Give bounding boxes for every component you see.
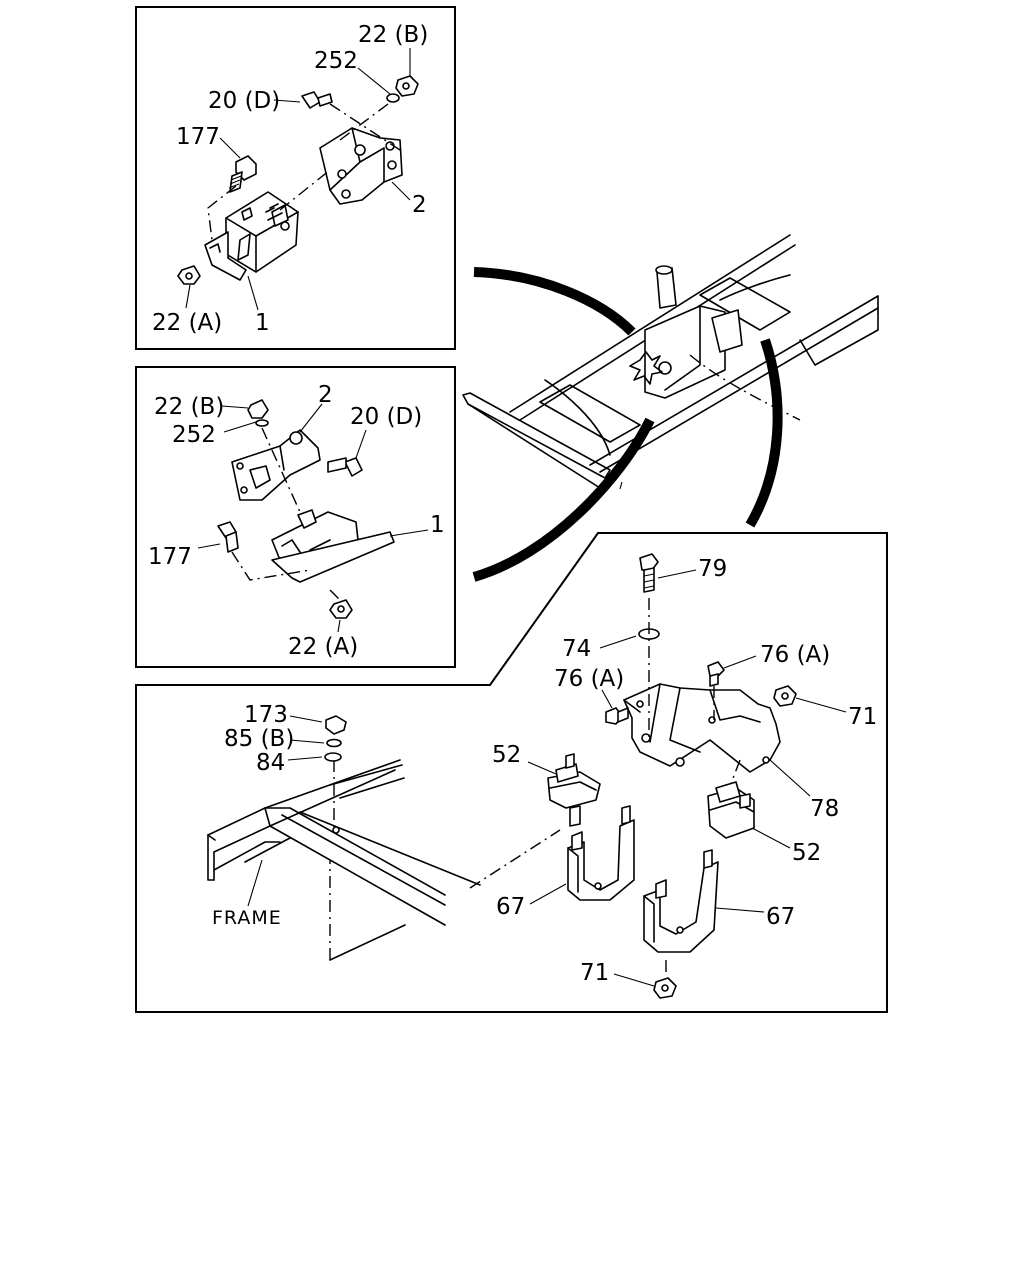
frame-rail-drawing (207, 715, 561, 961)
panel-middle-left-frame (135, 366, 456, 668)
callout-arc-upper (473, 267, 636, 336)
label-22a-mid: 22 (A) (288, 634, 358, 660)
label-71-bottom: 71 (580, 960, 609, 986)
crossmember-labels: 79 74 76 (A) 76 (A) 71 78 52 52 67 67 71 (492, 556, 877, 986)
label-frame: FRAME (212, 907, 282, 929)
panel-bottom-frame (135, 532, 888, 1013)
label-52-left: 52 (492, 742, 521, 768)
label-85b: 85 (B) (224, 726, 294, 752)
vehicle-frame-illustration (462, 234, 879, 490)
label-252-top: 252 (314, 48, 358, 74)
panel-top-left-frame (135, 6, 456, 350)
panel-top-left-labels: 22 (B) 252 20 (D) 177 2 22 (A) 1 (152, 22, 428, 336)
panel-top-left-parts (177, 48, 419, 311)
label-1-mid: 1 (430, 512, 445, 538)
label-252-mid: 252 (172, 422, 216, 448)
callout-arc-middle (472, 417, 655, 582)
label-1-top: 1 (255, 310, 270, 336)
label-173: 173 (244, 702, 288, 728)
label-20d-top: 20 (D) (208, 88, 280, 114)
callout-arc-right (745, 338, 783, 528)
frame-labels: 173 85 (B) 84 FRAME (212, 702, 294, 929)
label-76a-left: 76 (A) (554, 666, 624, 692)
label-22b-top: 22 (B) (358, 22, 428, 48)
label-78: 78 (810, 796, 839, 822)
label-2-mid: 2 (318, 382, 333, 408)
label-67-left: 67 (496, 894, 525, 920)
label-177-mid: 177 (148, 544, 192, 570)
label-76a-right: 76 (A) (760, 642, 830, 668)
label-71-top: 71 (848, 704, 877, 730)
label-52-right: 52 (792, 840, 821, 866)
label-74: 74 (562, 636, 591, 662)
crossmember-drawing (527, 553, 847, 999)
panel-middle-left-parts (197, 399, 429, 633)
label-22a-top: 22 (A) (152, 310, 222, 336)
label-79: 79 (698, 556, 727, 582)
label-177-top: 177 (176, 124, 220, 150)
label-67-right: 67 (766, 904, 795, 930)
label-22b-mid: 22 (B) (154, 394, 224, 420)
panel-middle-left-labels: 22 (B) 252 2 20 (D) 1 177 22 (A) (148, 382, 445, 660)
label-84: 84 (256, 750, 285, 776)
label-20d-mid: 20 (D) (350, 404, 422, 430)
label-2-top: 2 (412, 192, 427, 218)
